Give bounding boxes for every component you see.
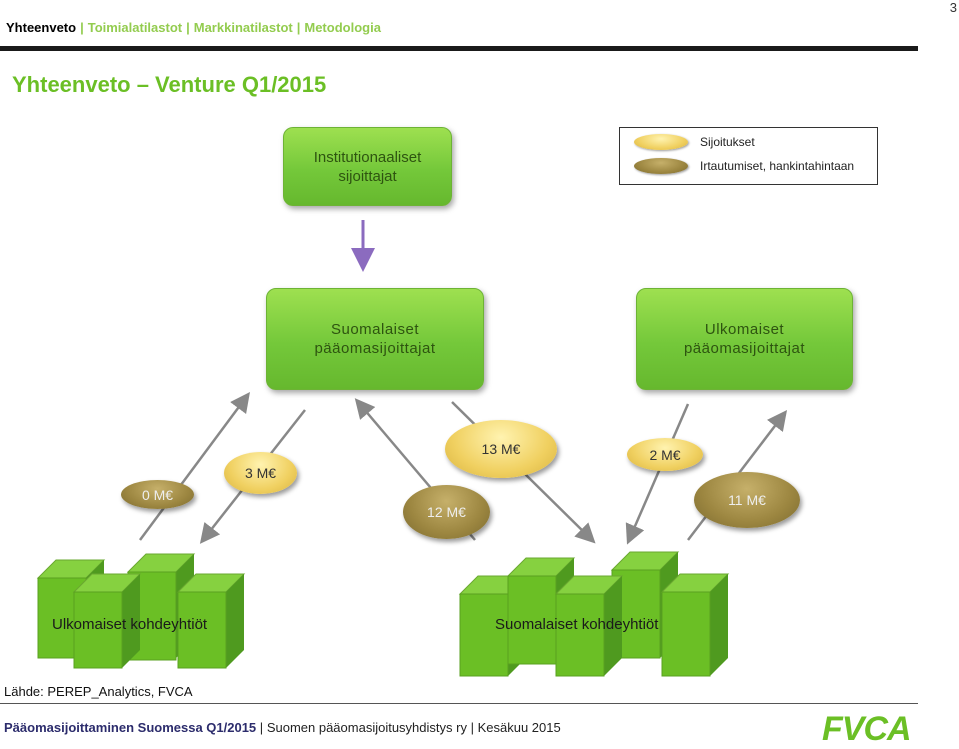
flow-value-exit: 0 M€ [121,480,194,509]
legend-label: Irtautumiset, hankintahintaan [700,159,855,173]
footer-separator: | [259,720,264,735]
group-label-domestic-companies: Suomalaiset kohdeyhtiöt [495,616,659,633]
footer-date: Kesäkuu 2015 [477,720,561,735]
nav-item-yhteenveto[interactable]: Yhteenveto [6,20,77,35]
footer-report-title: Pääomasijoittaminen Suomessa Q1/2015 [4,720,257,735]
legend-item-exits: Irtautumiset, hankintahintaan [634,158,854,174]
arrow-companies-to-domestic-left [138,391,250,541]
company-cubes [36,551,730,677]
legend-item-investments: Sijoitukset [634,134,755,150]
nav-item-markkinatilastot[interactable]: Markkinatilastot [193,20,293,35]
footer-divider [0,703,918,704]
flow-value-exit: 11 M€ [694,472,800,528]
cube [72,573,142,669]
cube [660,573,730,677]
box-institutional-investors: Institutionaaliset sijoittajat [283,127,452,206]
legend: Sijoitukset Irtautumiset, hankintahintaa… [619,127,878,185]
legend-swatch-gold [634,134,688,150]
footer-separator: | [470,720,474,735]
legend-swatch-olive [634,158,688,174]
foreign-companies-cubes [36,553,246,669]
source-note: Lähde: PEREP_Analytics, FVCA [4,684,193,699]
domestic-companies-cubes [458,551,730,677]
box-foreign-investors: Ulkomaiset pääomasijoittajat [636,288,853,390]
nav-separator: | [296,20,301,35]
nav-separator: | [80,20,84,35]
cube [176,573,246,669]
header-divider [0,46,918,51]
fvca-logo: FVCA [822,710,912,748]
page-title: Yhteenveto – Venture Q1/2015 [12,72,327,97]
nav-item-metodologia[interactable]: Metodologia [304,20,381,35]
box-domestic-investors: Suomalaiset pääomasijoittajat [266,288,484,390]
legend-label: Sijoitukset [700,135,755,149]
top-navigation: Yhteenveto|Toimialatilastot|Markkinatila… [6,20,381,35]
flow-value-exit: 12 M€ [403,485,490,539]
arrow-foreign-to-domestic-companies [625,403,690,545]
flow-value-investment: 2 M€ [627,438,703,471]
flow-value-investment: 3 M€ [224,452,297,494]
cube [554,575,624,677]
flow-value-investment: 13 M€ [445,420,557,478]
nav-separator: | [186,20,190,35]
footer-organization: Suomen pääomasijoitusyhdistys ry [266,720,467,735]
footer: Pääomasijoittaminen Suomessa Q1/2015 | S… [4,720,561,735]
group-label-foreign-companies: Ulkomaiset kohdeyhtiöt [52,616,208,633]
nav-item-toimialatilastot[interactable]: Toimialatilastot [87,20,183,35]
page-number: 3 [949,0,957,15]
